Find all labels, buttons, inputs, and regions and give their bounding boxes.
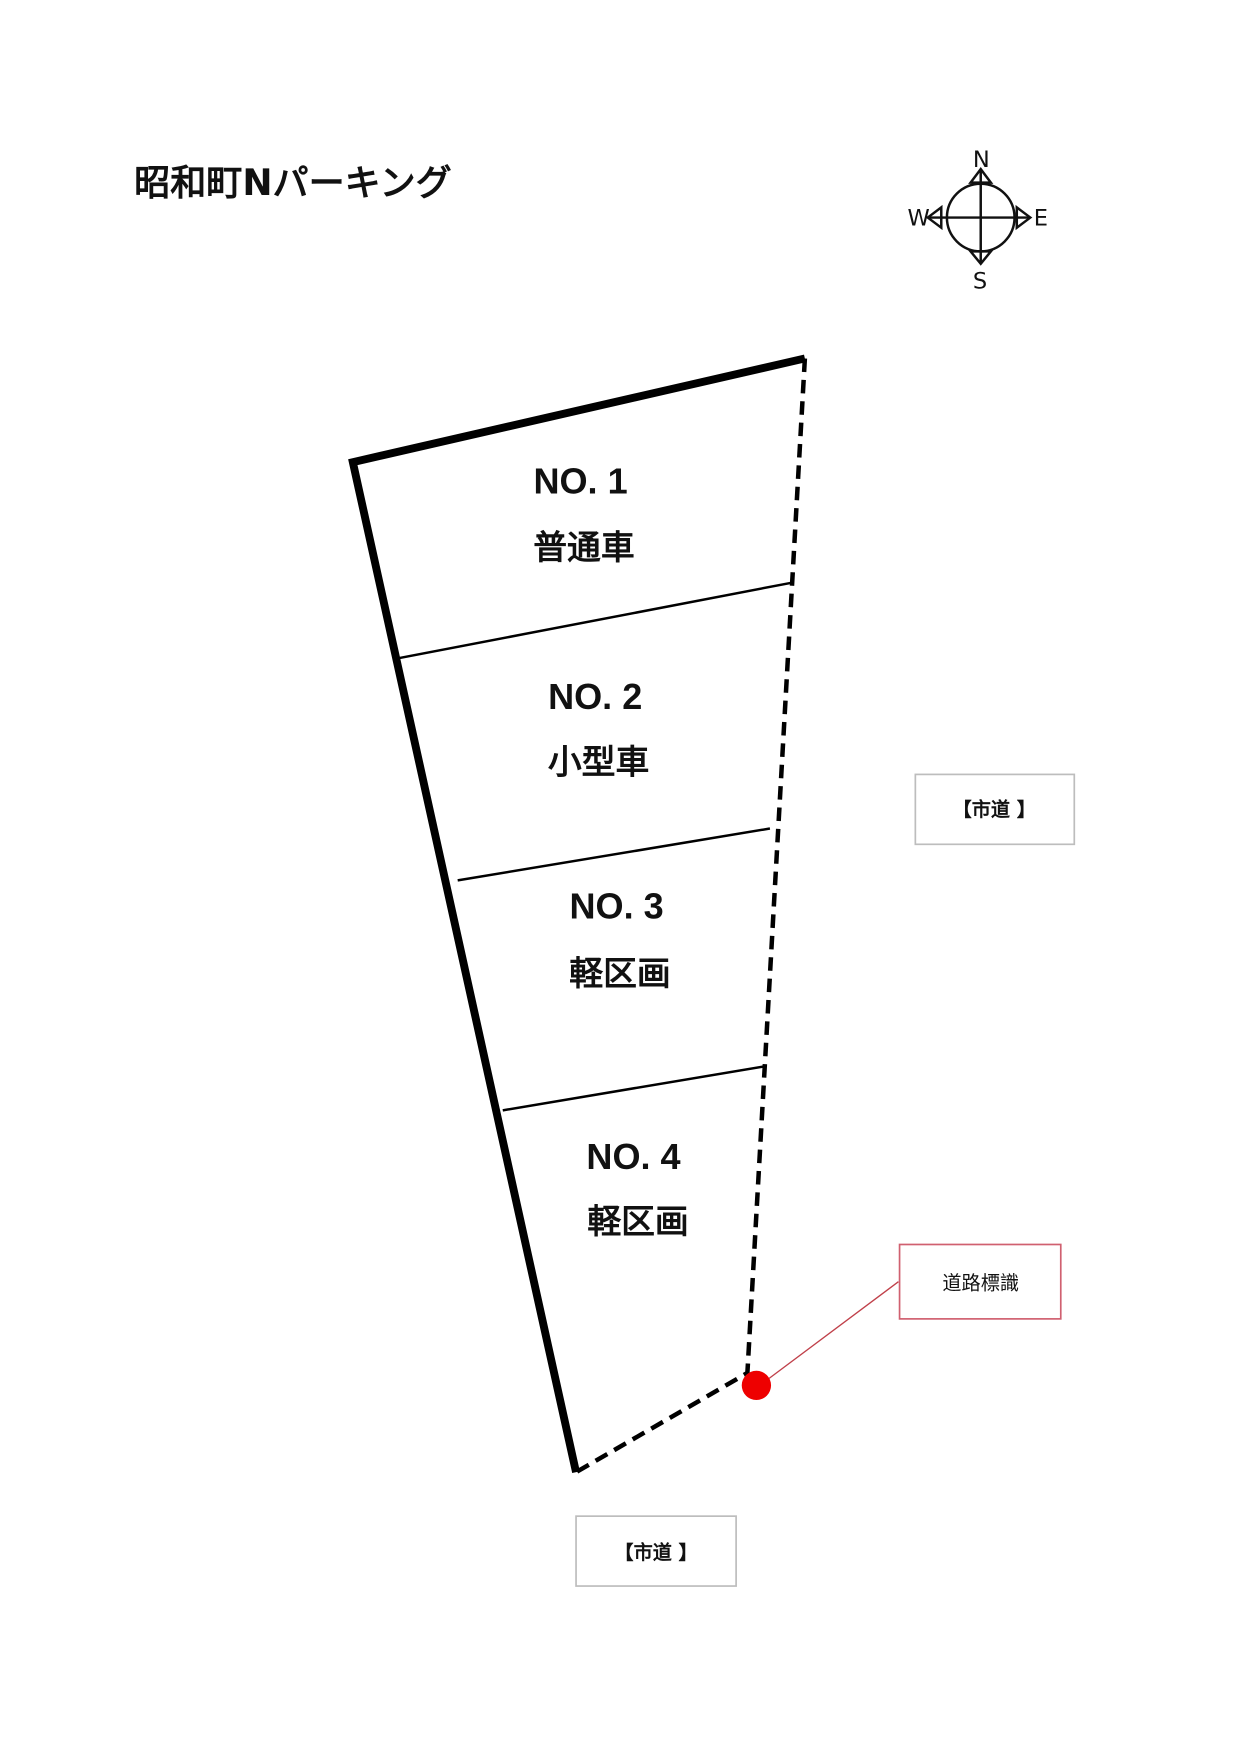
compass-west-label: W xyxy=(907,205,929,231)
compass-east-label: E xyxy=(1034,205,1048,231)
annotation-leader-line xyxy=(768,1281,899,1380)
lot-4[interactable]: NO. 4 軽区画 xyxy=(586,1136,688,1241)
lot-2[interactable]: NO. 2 小型車 xyxy=(548,676,649,781)
lot-type: 軽区画 xyxy=(587,1202,688,1241)
lot-divider-3-4 xyxy=(502,1065,765,1112)
lot-type: 軽区画 xyxy=(569,954,670,993)
road-sign-callout: 道路標識 xyxy=(898,1243,1062,1320)
lot-divider-2-3 xyxy=(457,827,771,882)
compass-south-label: S xyxy=(973,269,987,295)
road-label-south-text: 【市道 】 xyxy=(614,1541,697,1564)
lot-number: NO. 2 xyxy=(548,676,642,717)
compass-rose-icon xyxy=(925,167,1033,266)
lot-1[interactable]: NO. 1 普通車 xyxy=(533,461,634,567)
lot-number: NO. 3 xyxy=(570,886,664,927)
road-label-east: 【市道 】 xyxy=(914,773,1076,846)
road-label-east-text: 【市道 】 xyxy=(953,798,1036,821)
compass-north-label: N xyxy=(973,147,990,173)
lot-3[interactable]: NO. 3 軽区画 xyxy=(569,886,670,994)
lot-number: NO. 1 xyxy=(533,461,627,502)
road-sign-marker-icon[interactable] xyxy=(741,1370,772,1401)
lot-type: 普通車 xyxy=(533,528,634,567)
road-sign-callout-text: 道路標識 xyxy=(942,1272,1019,1295)
lot-divider-1-2 xyxy=(397,581,792,660)
map-title: 昭和町Nパーキング xyxy=(134,162,452,204)
lot-boundary-solid xyxy=(348,354,806,1474)
lot-type: 小型車 xyxy=(548,742,649,781)
lot-number: NO. 4 xyxy=(586,1136,680,1177)
lot-boundary-dashed xyxy=(574,358,808,1475)
road-label-south: 【市道 】 xyxy=(575,1515,737,1587)
